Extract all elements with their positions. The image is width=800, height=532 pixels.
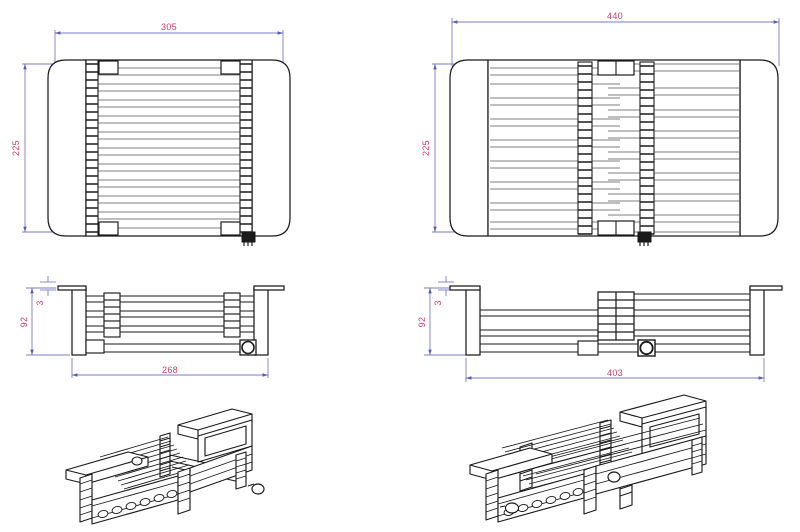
iso-right-panel [177,467,191,515]
dimension-92-left [26,287,70,356]
clip-group-collapsed [98,60,241,236]
right-ladder-strip [239,59,253,237]
center-ladder-strip-a [577,61,593,235]
dimension-label-3-left: 3 [35,300,45,305]
iso-pin-collapsed [131,456,143,466]
dimension-label-3-right: 3 [433,300,443,305]
dimension-label-225-left: 225 [11,140,21,156]
slider-block-left [85,339,105,354]
roller-wheel-left [239,339,257,356]
drain-spout-collapsed [241,231,256,246]
dimension-225-left [22,63,58,233]
roller-wheel-right [637,339,656,357]
clip-bottom-right [220,221,241,236]
left-hook-lip [57,285,87,291]
dimension-label-403: 403 [607,368,623,378]
clip-bottom-left [98,221,119,236]
iso2-right-panel [583,465,597,515]
dimension-label-440: 440 [607,11,623,21]
iso-roller-collapsed [247,483,265,495]
dimension-label-225-right: 225 [421,140,431,156]
iso2-roller-b [499,502,520,514]
left-ladder-strip [85,59,99,237]
left-hook-lip-ext [449,285,481,291]
right-end-rail-ext [739,59,779,237]
left-end-rail [47,59,87,237]
iso-oval-holes [97,490,178,518]
side-ladder-b [223,292,241,338]
right-end-rail [251,59,291,237]
side-body-collapsed [57,285,285,356]
center-ladder-strip-b [639,61,655,235]
rack-body-extended [449,59,779,237]
iso2-oval-holes [503,488,584,516]
dimension-label-268: 268 [162,365,178,375]
iso2-right-ladder [691,436,703,476]
connector-group-ext [597,60,635,236]
slat-field-ext [487,59,741,237]
right-hook-lip-ext [749,285,783,291]
right-hook-lip [253,285,285,291]
slat-group-collapsed [88,67,250,229]
right-post-ext [749,287,765,356]
side-ladder-center-ext [597,291,635,341]
dimension-label-92-right: 92 [417,317,427,328]
left-post [71,287,87,356]
slat-group-ext-right [608,63,740,233]
view-plan-extended: 440 225 [421,11,780,246]
view-isometric-extended [469,394,707,523]
left-post-ext [465,287,481,356]
clip-top-left [98,60,119,75]
clip-top-right [220,60,241,75]
dimension-268 [71,358,269,378]
dimension-3-left [40,276,56,296]
dimension-label-92-left: 92 [19,317,29,328]
view-side-extended: 92 3 403 [417,276,783,382]
iso2-extension-frame [595,435,707,495]
side-body-extended [449,285,783,356]
slider-block-right [577,340,599,356]
dimension-403 [465,358,765,382]
iso2-roller-a [607,471,621,483]
view-plan-collapsed: 305 225 [11,22,291,246]
dimension-label-305: 305 [161,22,177,32]
drain-spout-extended [637,231,652,246]
iso-right-ladder [235,451,247,490]
view-isometric-collapsed [65,408,265,525]
left-end-rail-ext [449,59,489,237]
dimension-305 [54,30,284,66]
dimension-440 [451,18,780,66]
slat-group-ext-left [490,67,620,230]
view-side-collapsed: 92 3 268 [19,276,285,378]
side-ladder-a [103,292,121,338]
